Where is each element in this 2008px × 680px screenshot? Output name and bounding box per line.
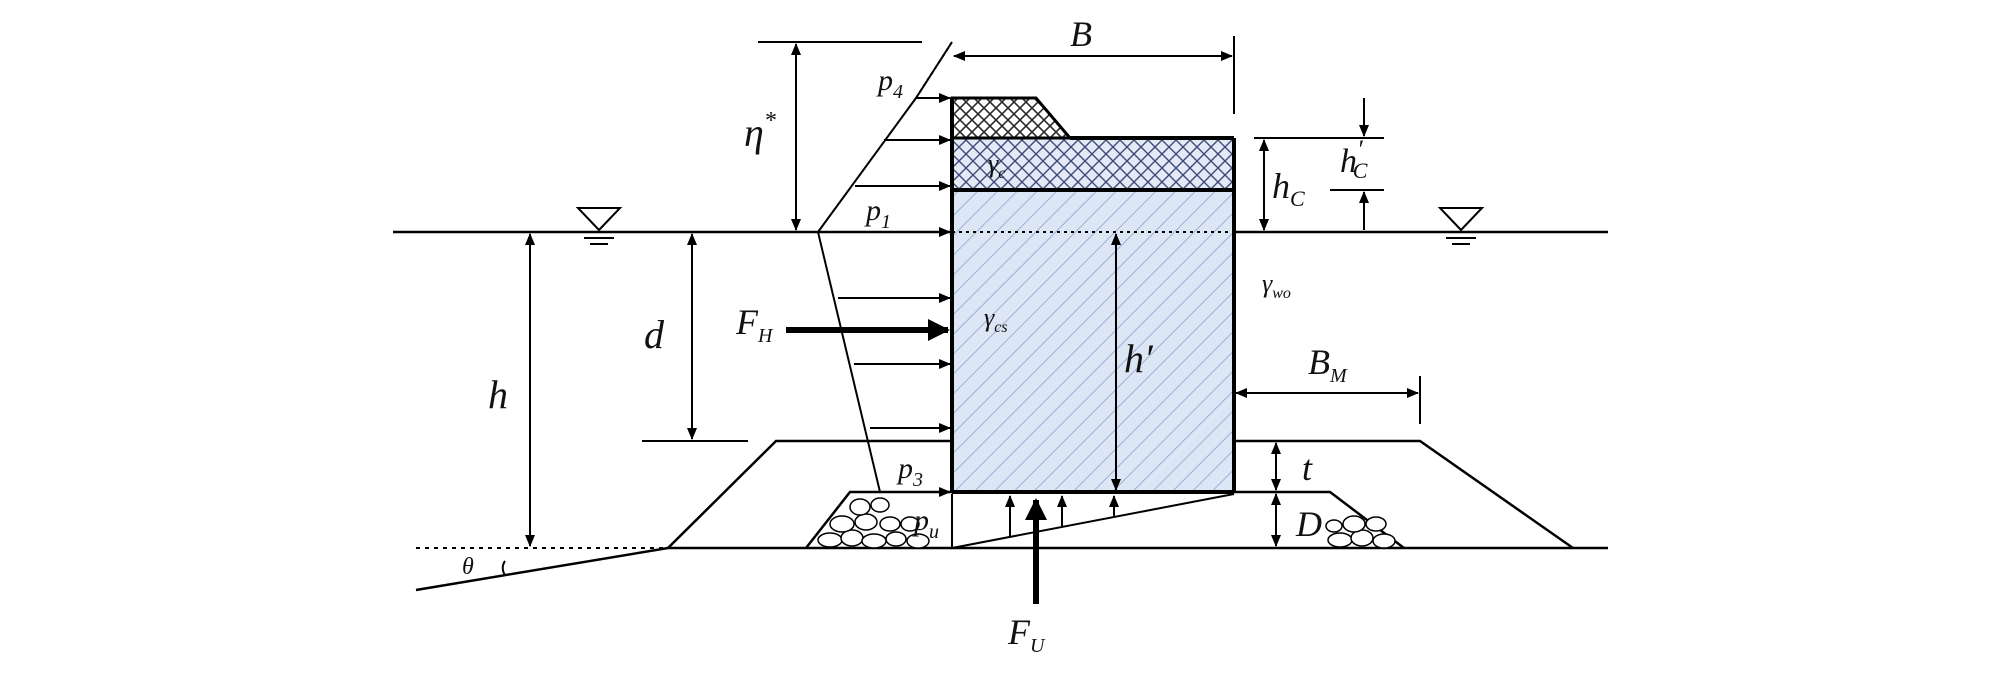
caisson-body — [952, 190, 1234, 492]
label-FH: FH — [735, 302, 774, 347]
label-gamma-wo: γwo — [1262, 269, 1291, 302]
label-t: t — [1302, 448, 1313, 488]
concrete-cap — [952, 138, 1234, 190]
label-gamma-c: γc — [988, 149, 1005, 182]
label-h-prime: h′ — [1124, 336, 1154, 381]
label-hc: hC — [1272, 166, 1305, 211]
armor-stones-left — [817, 497, 930, 549]
uplift-arrows — [1005, 495, 1119, 536]
label-p3: p3 — [896, 452, 923, 491]
label-p1: p1 — [864, 194, 891, 233]
uplift-profile — [951, 493, 1235, 550]
pressure-arrows — [820, 93, 951, 497]
armor-stones-right — [1325, 515, 1396, 549]
water-level-symbol-left — [575, 207, 623, 245]
label-FU: FU — [1007, 612, 1046, 657]
label-d: d — [644, 312, 665, 357]
label-pu: pu — [912, 504, 939, 543]
water-level-symbol-right — [1437, 207, 1485, 245]
pressure-profile — [816, 41, 953, 493]
parapet — [950, 96, 1074, 140]
seabed — [415, 546, 1608, 592]
label-hc-prime: h′C — [1340, 135, 1368, 183]
label-h: h — [488, 372, 508, 417]
rubble-mound — [667, 439, 1574, 550]
label-theta: θ — [462, 554, 474, 580]
label-D: D — [1295, 504, 1322, 544]
theta-arc — [501, 560, 506, 576]
caisson-outline — [950, 98, 1236, 494]
label-eta: η* — [744, 108, 776, 155]
label-gamma-cs: γcs — [984, 303, 1008, 336]
label-B: B — [1070, 14, 1092, 54]
label-p4: p4 — [876, 64, 903, 103]
label-BM: BM — [1308, 342, 1348, 387]
